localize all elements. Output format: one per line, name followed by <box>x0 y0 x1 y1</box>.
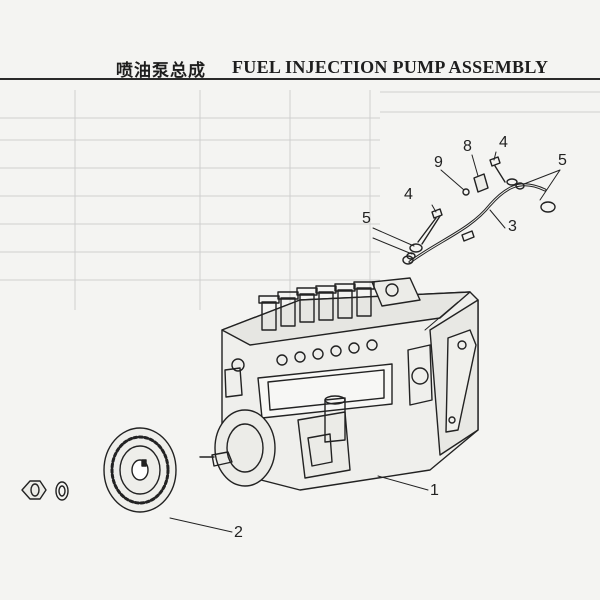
callout-5-left: 5 <box>362 210 371 227</box>
timing-gear <box>103 427 177 513</box>
header-rule <box>0 78 600 80</box>
gear-nut-and-washer <box>21 480 69 501</box>
washer-9 <box>462 188 470 196</box>
leader-lines <box>169 151 561 533</box>
banjo-bolt-right <box>489 156 525 190</box>
banjo-bolt-left <box>406 208 443 260</box>
callout-4-right: 4 <box>499 134 508 151</box>
callout-3: 3 <box>508 218 517 235</box>
callout-2: 2 <box>234 524 243 541</box>
callout-8: 8 <box>463 138 472 155</box>
title-english: FUEL INJECTION PUMP ASSEMBLY <box>232 57 549 77</box>
fuel-pipe <box>402 183 556 265</box>
fitting-8 <box>473 173 489 193</box>
pump-body <box>199 277 479 491</box>
title-chinese: 喷油泵总成 <box>116 61 206 81</box>
callout-9: 9 <box>434 154 443 171</box>
callout-1: 1 <box>430 482 439 499</box>
callout-4-left: 4 <box>404 186 413 203</box>
delivery-valve-holders <box>258 281 375 331</box>
callout-5-right: 5 <box>558 152 567 169</box>
